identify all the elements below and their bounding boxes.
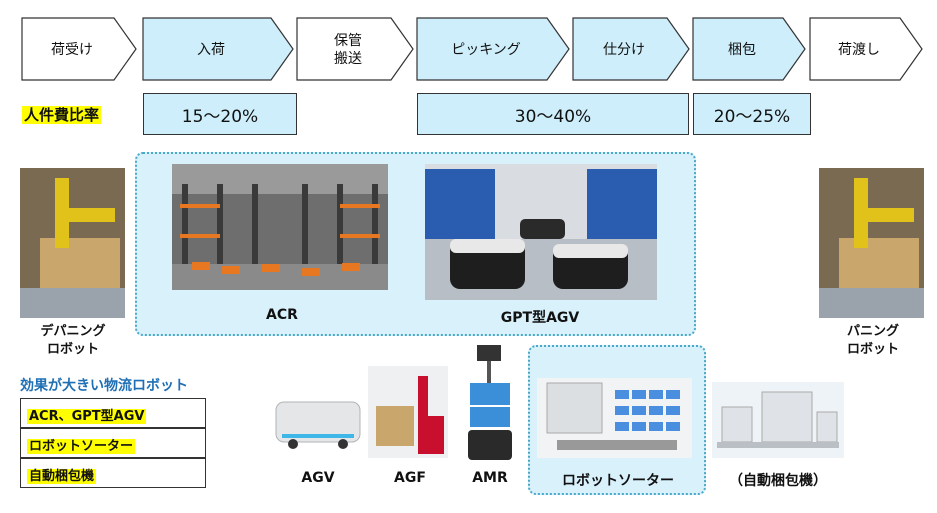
legend-item-sorter: ロボットソーター bbox=[20, 428, 206, 458]
amr-label: AMR bbox=[472, 470, 508, 486]
robot-sorter-label: ロボットソーター bbox=[562, 473, 674, 489]
agf-image bbox=[368, 366, 448, 458]
auto-packer-label: （自動梱包機） bbox=[729, 473, 827, 489]
labor-ratio-packing: 20～25% bbox=[693, 93, 811, 135]
labor-cost-heading: 人件費比率 bbox=[22, 106, 102, 124]
gpt-agv-label: GPT型AGV bbox=[500, 310, 580, 326]
process-step-label: 荷受け bbox=[51, 42, 93, 58]
acr-label: ACR bbox=[266, 307, 298, 323]
auto-packer-image bbox=[712, 382, 844, 458]
process-step-label: 梱包 bbox=[728, 42, 756, 58]
labor-ratio-picking: 30～40% bbox=[417, 93, 689, 135]
labor-ratio-inbound: 15～20% bbox=[143, 93, 297, 135]
legend-title: 効果が大きい物流ロボット bbox=[20, 378, 188, 394]
robot-sorter-image bbox=[537, 378, 692, 458]
process-step-arrow bbox=[692, 17, 806, 81]
process-step-arrow bbox=[809, 17, 923, 81]
palletizing-robot-image bbox=[819, 168, 924, 318]
process-step-label: 入荷 bbox=[197, 42, 225, 58]
amr-image bbox=[468, 345, 512, 460]
depalletizing-robot-label: デパニングロボット bbox=[40, 324, 106, 357]
process-step-arrow bbox=[416, 17, 570, 81]
palletizing-robot-label: パニングロボット bbox=[846, 324, 899, 357]
process-step-arrow bbox=[21, 17, 137, 81]
agf-label: AGF bbox=[394, 470, 426, 486]
process-step-label: ピッキング bbox=[451, 42, 521, 58]
process-step-label: 搬送 bbox=[334, 51, 362, 67]
depalletizing-robot-image bbox=[20, 168, 125, 318]
legend-item-acr: ACR、GPT型AGV bbox=[20, 398, 206, 428]
process-step-arrow bbox=[142, 17, 294, 81]
acr-image bbox=[172, 164, 388, 290]
agv-label: AGV bbox=[301, 470, 335, 486]
agv-image bbox=[275, 401, 361, 449]
legend-item-packer: 自動梱包機 bbox=[20, 458, 206, 488]
process-step-arrow bbox=[572, 17, 690, 81]
process-step-label: 保管 bbox=[334, 33, 362, 49]
process-step-arrow bbox=[296, 17, 414, 81]
process-step-label: 仕分け bbox=[603, 42, 645, 58]
gpt-agv-image bbox=[425, 164, 657, 300]
process-step-label: 荷渡し bbox=[838, 42, 880, 58]
